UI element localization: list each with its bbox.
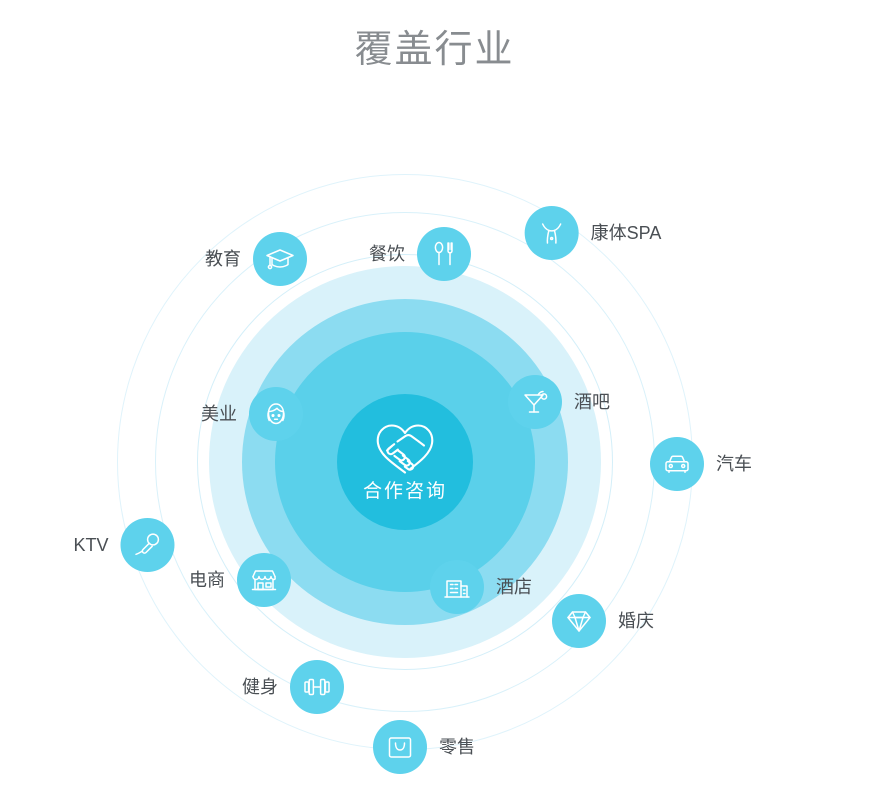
graduation-cap-icon [253,232,307,286]
microphone-icon [120,518,175,572]
industry-label-wedding: 婚庆 [618,611,654,631]
industry-node-education[interactable]: 教育 [205,232,307,286]
hub-cooperation-consult[interactable]: 合作咨询 [337,394,473,530]
diamond-icon [552,594,606,648]
cocktail-glass-icon [508,375,562,429]
industry-node-fitness[interactable]: 健身 [242,660,344,714]
industry-label-beauty: 美业 [201,404,237,424]
industry-node-beauty[interactable]: 美业 [201,387,303,441]
industry-node-retail[interactable]: 零售 [373,720,475,774]
industry-label-retail: 零售 [439,737,475,757]
hub-label: 合作咨询 [362,481,447,502]
industry-node-spa[interactable]: 康体SPA [524,206,662,260]
industry-node-dining[interactable]: 餐饮 [369,227,471,281]
industry-label-ecommerce: 电商 [189,570,225,590]
handshake-heart-icon [372,420,438,478]
industry-node-bar[interactable]: 酒吧 [508,375,610,429]
industry-node-automobile[interactable]: 汽车 [650,437,752,491]
page-title: 覆盖行业 [354,29,515,71]
body-torso-icon [524,206,579,260]
industry-label-education: 教育 [205,249,241,269]
industry-label-ktv: KTV [73,535,109,555]
woman-face-icon [249,387,303,441]
industry-node-hotel[interactable]: 酒店 [430,560,532,614]
industry-label-fitness: 健身 [242,677,278,697]
industry-node-ktv[interactable]: KTV [73,518,175,572]
dumbbell-icon [290,660,344,714]
spoon-fork-icon [417,227,471,281]
storefront-icon [237,553,291,607]
industry-label-dining: 餐饮 [369,244,405,264]
industry-label-automobile: 汽车 [716,454,752,474]
shopping-bag-icon [373,720,427,774]
industry-label-spa: 康体SPA [590,223,662,243]
car-icon [650,437,704,491]
industry-node-ecommerce[interactable]: 电商 [189,553,291,607]
industry-label-bar: 酒吧 [574,392,610,412]
industry-label-hotel: 酒店 [496,577,532,597]
hotel-building-icon [430,560,484,614]
industry-node-wedding[interactable]: 婚庆 [552,594,654,648]
